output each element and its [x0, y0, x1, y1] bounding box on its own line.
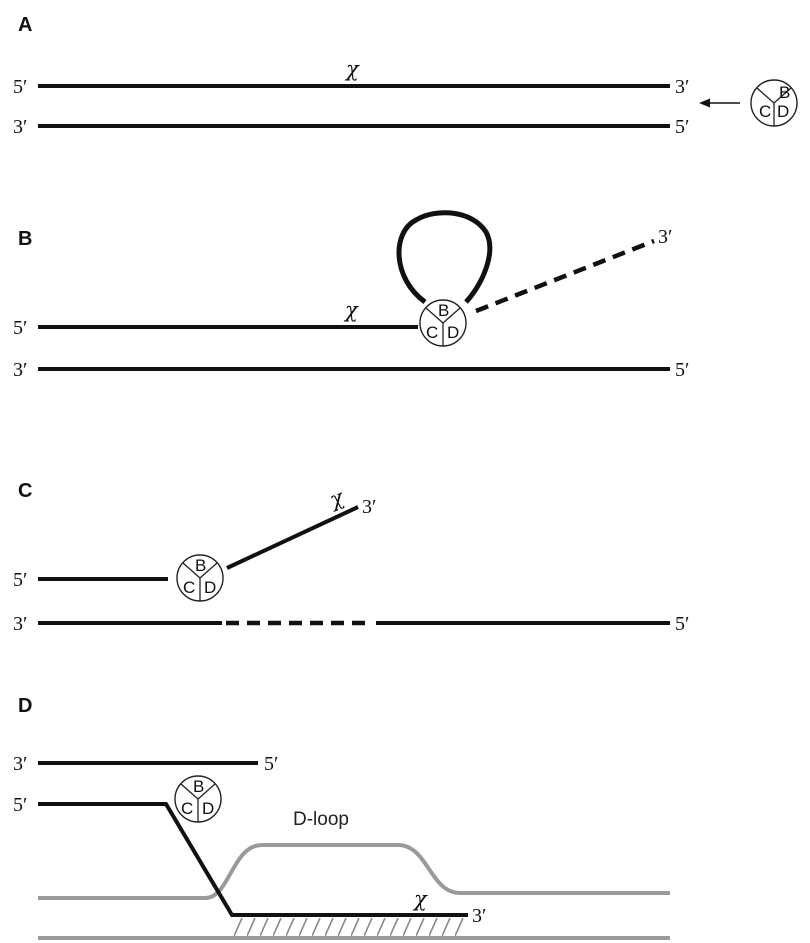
- panel-a-arrow-icon: [699, 98, 740, 108]
- enzyme-subunit-c: C: [181, 799, 193, 818]
- panel-b: B 5′ 3′ 3′ 5′ χ B C D: [13, 210, 689, 381]
- panel-c-top-5-end: 5′: [13, 569, 27, 591]
- enzyme-subunit-d: D: [447, 323, 459, 342]
- panel-c-chi-site: χ: [324, 485, 348, 513]
- panel-c-recbcd-enzyme: B C D: [176, 554, 224, 602]
- panel-d-invading-3-end: 3′: [472, 905, 486, 927]
- panel-b-ssdna-loop: [396, 210, 493, 305]
- panel-c-bottom-5-end: 5′: [675, 613, 689, 635]
- enzyme-subunit-d: D: [202, 799, 214, 818]
- panel-d-base-pairing-hatch: [233, 918, 468, 936]
- panel-c-tail-3-end: 3′: [362, 496, 376, 518]
- panel-b-unwound-tail: [475, 238, 655, 314]
- panel-c-bottom-3-end: 3′: [13, 613, 27, 635]
- panel-b-tail-3-end: 3′: [658, 226, 672, 248]
- panel-b-bottom-3-end: 3′: [13, 359, 27, 381]
- panel-a-chi-site: χ: [344, 57, 360, 81]
- panel-b-top-5-end: 5′: [13, 317, 27, 339]
- panel-a-top-3-end: 3′: [675, 76, 689, 98]
- panel-a-recbcd-enzyme: B C D: [750, 79, 798, 127]
- panel-d-label: D: [18, 695, 32, 717]
- panel-d-lower-5-end: 5′: [13, 794, 27, 816]
- enzyme-subunit-b: B: [779, 83, 790, 102]
- enzyme-subunit-d: D: [777, 102, 789, 121]
- enzyme-subunit-d: D: [204, 578, 216, 597]
- panel-d-recbcd-enzyme: B C D: [174, 775, 222, 823]
- enzyme-subunit-b: B: [193, 777, 204, 796]
- panel-d-displaced-strand: [38, 843, 670, 900]
- enzyme-subunit-b: B: [438, 301, 449, 320]
- panel-d-top-5-end: 5′: [264, 753, 278, 775]
- panel-a-bottom-3-end: 3′: [13, 116, 27, 138]
- enzyme-subunit-c: C: [183, 578, 195, 597]
- panel-b-chi-site: χ: [343, 298, 359, 322]
- panel-b-recbcd-enzyme: B C D: [419, 299, 467, 347]
- panel-d-top-3-end: 3′: [13, 753, 27, 775]
- panel-d-dloop-label: D-loop: [293, 809, 349, 830]
- panel-d-chi-site: χ: [412, 887, 428, 911]
- panel-d-invading-strand: [38, 802, 468, 917]
- enzyme-subunit-b: B: [195, 556, 206, 575]
- panel-c-3-tail: [226, 505, 359, 570]
- panel-b-label: B: [18, 228, 32, 250]
- panel-c: C 5′ 3′ 3′ 5′ χ B C D: [13, 480, 689, 635]
- panel-a-top-5-end: 5′: [13, 76, 27, 98]
- panel-c-label: C: [18, 480, 32, 502]
- panel-a-label: A: [18, 14, 32, 36]
- enzyme-subunit-c: C: [759, 102, 771, 121]
- panel-a: A 5′ 3′ 3′ 5′ χ B C D: [13, 14, 798, 138]
- panel-a-bottom-5-end: 5′: [675, 116, 689, 138]
- enzyme-subunit-c: C: [426, 323, 438, 342]
- panel-d: D 3′ 5′ 5′ 3′ χ D-loop B C D: [13, 695, 670, 940]
- panel-b-bottom-5-end: 5′: [675, 359, 689, 381]
